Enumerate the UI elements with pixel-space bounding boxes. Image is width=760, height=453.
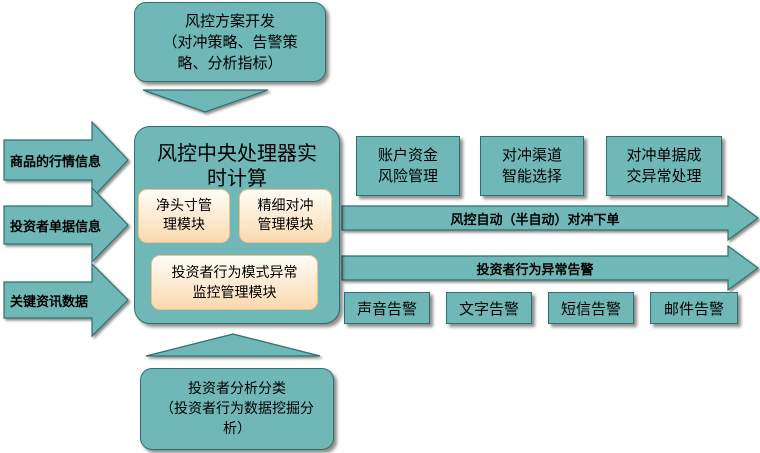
arrow-input-market [3, 120, 129, 200]
text-alert-box: 文字告警 [446, 292, 532, 324]
input-market-info: 商品的行情信息 [10, 150, 101, 170]
investor-analysis-box: 投资者分析分类 （投资者行为数据挖掘分 析） [140, 368, 334, 450]
email-alert-box: 邮件告警 [650, 292, 738, 324]
hedge-order-arrow-label: 风控自动（半自动）对冲下单 [342, 206, 728, 230]
net-position-module: 净头寸管 理模块 [138, 189, 230, 243]
input-market-info-label: 商品的行情信息 [10, 154, 102, 170]
account-risk-label: 账户资金 风险管理 [377, 146, 438, 185]
hedge-exception-label: 对冲单据成 交异常处理 [626, 146, 702, 185]
hedge-order-arrow-text: 风控自动（半自动）对冲下单 [450, 212, 620, 228]
fine-hedge-module: 精细对冲 管理模块 [239, 189, 332, 243]
net-position-module-label: 净头寸管 理模块 [156, 198, 212, 233]
alert-arrow-text: 投资者行为异常告警 [476, 262, 594, 278]
input-order-info-label: 投资者单据信息 [10, 219, 102, 235]
arrow-input-news [3, 262, 129, 338]
fine-hedge-module-label: 精细对冲 管理模块 [257, 198, 314, 233]
arrow-alert [341, 244, 760, 292]
hedge-exception-box: 对冲单据成 交异常处理 [606, 136, 722, 196]
behavior-monitor-module: 投资者行为模式异常 监控管理模块 [151, 255, 318, 310]
risk-plan-development-box: 风控方案开发 （对冲策略、告警策 略、分析指标） [134, 2, 326, 82]
hedge-channel-box: 对冲渠道 智能选择 [480, 136, 584, 196]
investor-analysis-text: 投资者分析分类 （投资者行为数据挖掘分 析） [160, 381, 314, 437]
arrow-up-bottom [145, 333, 321, 357]
text-alert-label: 文字告警 [458, 299, 519, 318]
input-order-info: 投资者单据信息 [10, 215, 101, 235]
arrow-down-top [142, 89, 269, 113]
alert-arrow-label: 投资者行为异常告警 [342, 256, 728, 280]
input-key-news-label: 关键资讯数据 [10, 294, 89, 310]
central-processor-title: 风控中央处理器实 时计算 [157, 141, 317, 190]
sms-alert-label: 短信告警 [560, 299, 621, 318]
input-key-news: 关键资讯数据 [10, 290, 88, 310]
arrow-hedge-order [341, 194, 760, 242]
behavior-monitor-module-label: 投资者行为模式异常 监控管理模块 [171, 264, 298, 301]
arrow-input-orders [3, 186, 129, 264]
sms-alert-box: 短信告警 [548, 292, 634, 324]
risk-plan-development-text: 风控方案开发 （对冲策略、告警策 略、分析指标） [162, 11, 298, 72]
hedge-channel-label: 对冲渠道 智能选择 [501, 146, 562, 185]
sound-alert-label: 声音告警 [356, 299, 417, 318]
sound-alert-box: 声音告警 [344, 292, 430, 324]
account-risk-box: 账户资金 风险管理 [356, 136, 460, 196]
email-alert-label: 邮件告警 [663, 299, 724, 318]
